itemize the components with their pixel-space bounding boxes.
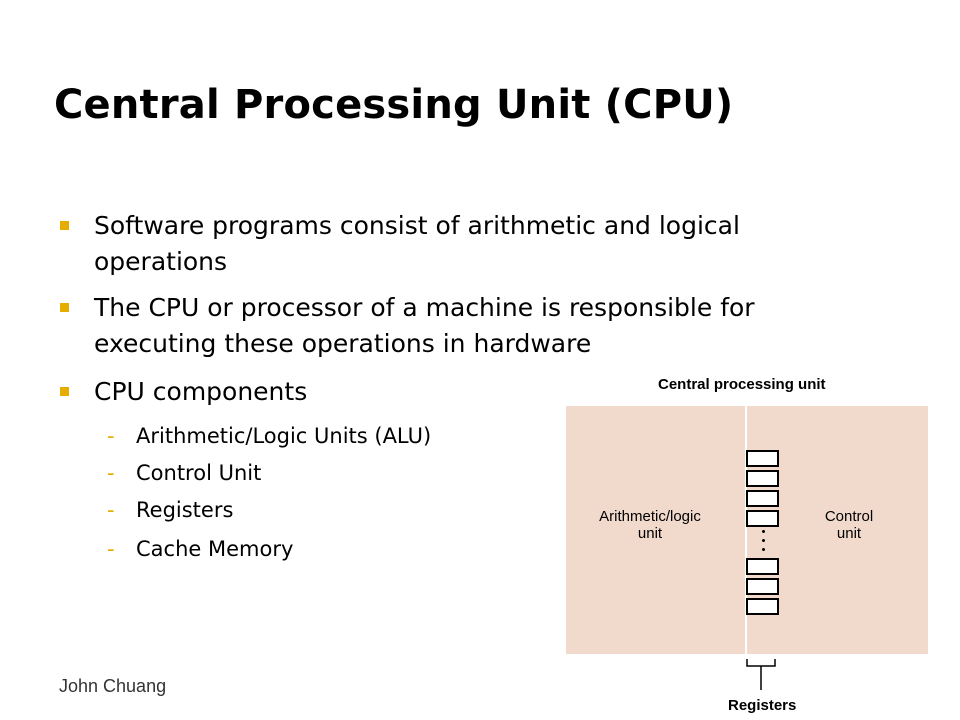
sub-bullet-text: Control Unit: [136, 461, 262, 485]
register-box: [746, 578, 779, 595]
alu-label: Arithmetic/logic unit: [580, 508, 720, 542]
bullet-item: The CPU or processor of a machine is res…: [60, 290, 864, 362]
control-unit-label: Control unit: [804, 508, 894, 542]
ellipsis-dot: [762, 548, 765, 551]
dash-bullet-icon: -: [107, 498, 115, 522]
dash-bullet-icon: -: [107, 537, 115, 561]
dash-bullet-icon: -: [107, 424, 115, 448]
sub-bullet-text: Cache Memory: [136, 537, 294, 561]
ellipsis-dot: [762, 530, 765, 533]
sub-bullet-item: - Registers: [107, 495, 234, 525]
bullet-item: Software programs consist of arithmetic …: [60, 208, 864, 280]
bullet-text: Software programs consist of arithmetic …: [94, 211, 740, 276]
footer-author: John Chuang: [59, 676, 167, 696]
bullet-text: The CPU or processor of a machine is res…: [94, 293, 755, 358]
sub-bullet-text: Arithmetic/Logic Units (ALU): [136, 424, 432, 448]
ellipsis-dot: [762, 539, 765, 542]
dash-bullet-icon: -: [107, 461, 115, 485]
square-bullet-icon: [60, 303, 69, 312]
cpu-divider: [745, 406, 747, 654]
square-bullet-icon: [60, 387, 69, 396]
registers-bracket: [746, 659, 776, 690]
alu-label-line: Arithmetic/logic: [599, 508, 701, 525]
slide-title: Central Processing Unit (CPU): [54, 82, 734, 128]
sub-bullet-text: Registers: [136, 498, 234, 522]
register-box: [746, 558, 779, 575]
cpu-diagram: Central processing unit Arithmetic/logic…: [560, 372, 932, 718]
register-box: [746, 490, 779, 507]
sub-bullet-item: - Cache Memory: [107, 534, 294, 564]
control-unit-label-line: unit: [836, 525, 862, 542]
control-unit-label-line: Control: [824, 508, 874, 525]
alu-label-line: unit: [637, 525, 663, 542]
square-bullet-icon: [60, 221, 69, 230]
sub-bullet-item: - Arithmetic/Logic Units (ALU): [107, 421, 432, 451]
register-box: [746, 510, 779, 527]
bullet-item: CPU components: [60, 374, 864, 410]
bullet-text: CPU components: [94, 377, 308, 406]
register-box: [746, 598, 779, 615]
register-box: [746, 450, 779, 467]
register-box: [746, 470, 779, 487]
bracket-line: [746, 659, 776, 667]
diagram-title: Central processing unit: [658, 376, 826, 393]
registers-label: Registers: [728, 697, 797, 714]
sub-bullet-item: - Control Unit: [107, 458, 262, 488]
